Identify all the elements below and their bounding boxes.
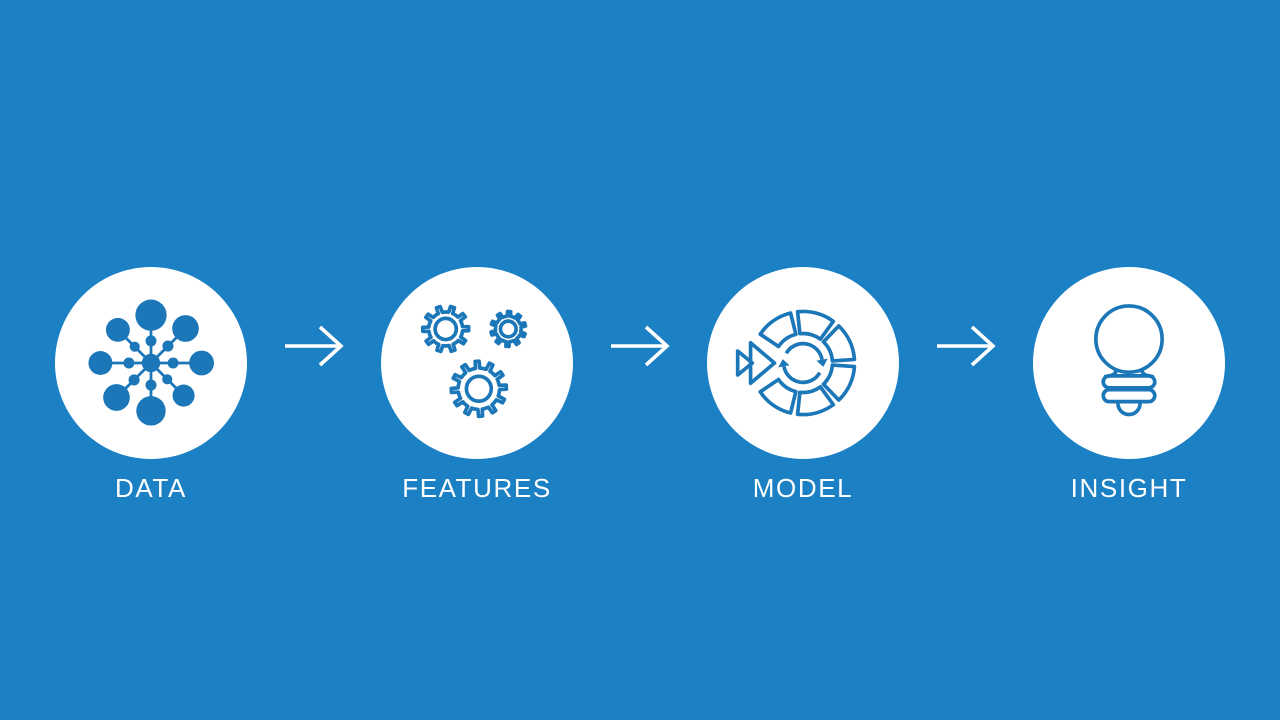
step-data: DATA <box>55 267 247 504</box>
step-insight: INSIGHT <box>1033 267 1225 504</box>
step-features-label: FEATURES <box>402 473 552 503</box>
step-features: FEATURES <box>381 267 573 504</box>
connector-1 <box>247 267 381 459</box>
step-model-label: MODEL <box>752 473 854 503</box>
step-insight-label: INSIGHT <box>1070 473 1188 503</box>
step-data-circle <box>55 267 247 459</box>
lightbulb-icon <box>1094 304 1164 417</box>
fast-forward-triangles <box>735 340 777 386</box>
right-arrow-icon <box>611 325 670 367</box>
refresh-cycle-arrows <box>778 341 828 385</box>
step-data-label: DATA <box>115 473 187 503</box>
data-network-icon <box>88 299 215 426</box>
step-insight-circle <box>1033 267 1225 459</box>
gears-icon <box>420 304 528 419</box>
model-cycle-icon <box>735 309 857 417</box>
connector-3 <box>899 267 1033 459</box>
step-features-circle <box>381 267 573 459</box>
right-arrow-icon <box>285 325 344 367</box>
right-arrow-icon <box>937 325 996 367</box>
process-flow: DATA FEA <box>55 267 1225 504</box>
step-model-circle <box>707 267 899 459</box>
connector-2 <box>573 267 707 459</box>
step-model: MODEL <box>707 267 899 504</box>
